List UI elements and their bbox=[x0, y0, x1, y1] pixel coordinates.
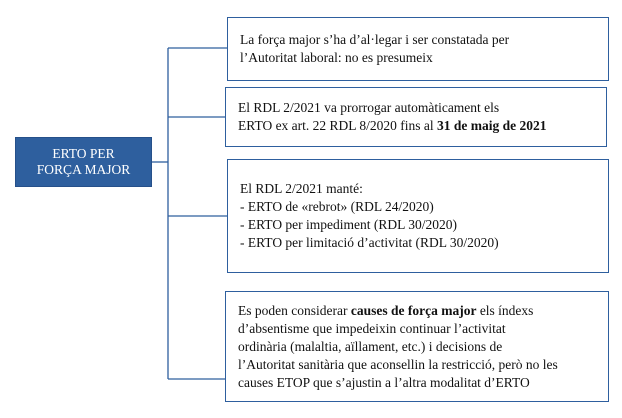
list-item-rebrot: - ERTO de «rebrot» (RDL 24/2020) bbox=[240, 199, 434, 214]
leaf-box-modalitats: El RDL 2/2021 manté: - ERTO de «rebrot» … bbox=[227, 159, 609, 273]
list-item-limitacio: - ERTO per limitació d’activitat (RDL 30… bbox=[240, 235, 499, 250]
leaf-box-4-line-2: d’absentisme que impedeixin continuar l’… bbox=[238, 320, 506, 336]
leaf-box-3-heading: El RDL 2/2021 manté: bbox=[240, 181, 363, 196]
leaf-box-prorroga: El RDL 2/2021 va prorrogar automàticamen… bbox=[225, 87, 607, 147]
root-node-erto-forca-major: ERTO PER FORÇA MAJOR bbox=[15, 137, 152, 187]
leaf-box-2-deadline: 31 de maig de 2021 bbox=[437, 118, 547, 133]
leaf-box-4-causes-bold: causes de força major bbox=[350, 302, 477, 318]
leaf-box-4-line-1-pre: Es poden considerar bbox=[238, 302, 348, 318]
root-node-line-2: FORÇA MAJOR bbox=[36, 162, 131, 177]
leaf-box-4-line-5: causes ETOP que s’ajustin a l’altra moda… bbox=[238, 374, 530, 390]
list-item-impediment: - ERTO per impediment (RDL 30/2020) bbox=[240, 217, 458, 232]
root-node-line-1: ERTO PER bbox=[52, 146, 115, 161]
leaf-box-2-line-1: El RDL 2/2021 va prorrogar automàticamen… bbox=[238, 100, 500, 115]
leaf-box-2-line-2: ERTO ex art. 22 RDL 8/2020 fins al 31 de… bbox=[238, 117, 600, 135]
leaf-box-4-line-1: Es poden considerar causes de força majo… bbox=[238, 302, 602, 320]
leaf-box-1-line-1: La força major s’ha d’al·legar i ser con… bbox=[240, 32, 510, 47]
leaf-box-4-line-4: l’Autoritat sanitària que aconsellin la … bbox=[238, 356, 558, 372]
leaf-box-constatacio: La força major s’ha d’al·legar i ser con… bbox=[227, 17, 609, 81]
leaf-box-2-line-2-text: ERTO ex art. 22 RDL 8/2020 fins al bbox=[238, 118, 434, 133]
leaf-box-1-line-2: l’Autoritat laboral: no es presumeix bbox=[240, 50, 433, 65]
leaf-box-4-line-3: ordinària (malaltia, aïllament, etc.) i … bbox=[238, 338, 503, 354]
leaf-box-4-line-1-post: els índexs bbox=[479, 302, 534, 318]
leaf-box-causes: Es poden considerar causes de força majo… bbox=[225, 291, 609, 402]
